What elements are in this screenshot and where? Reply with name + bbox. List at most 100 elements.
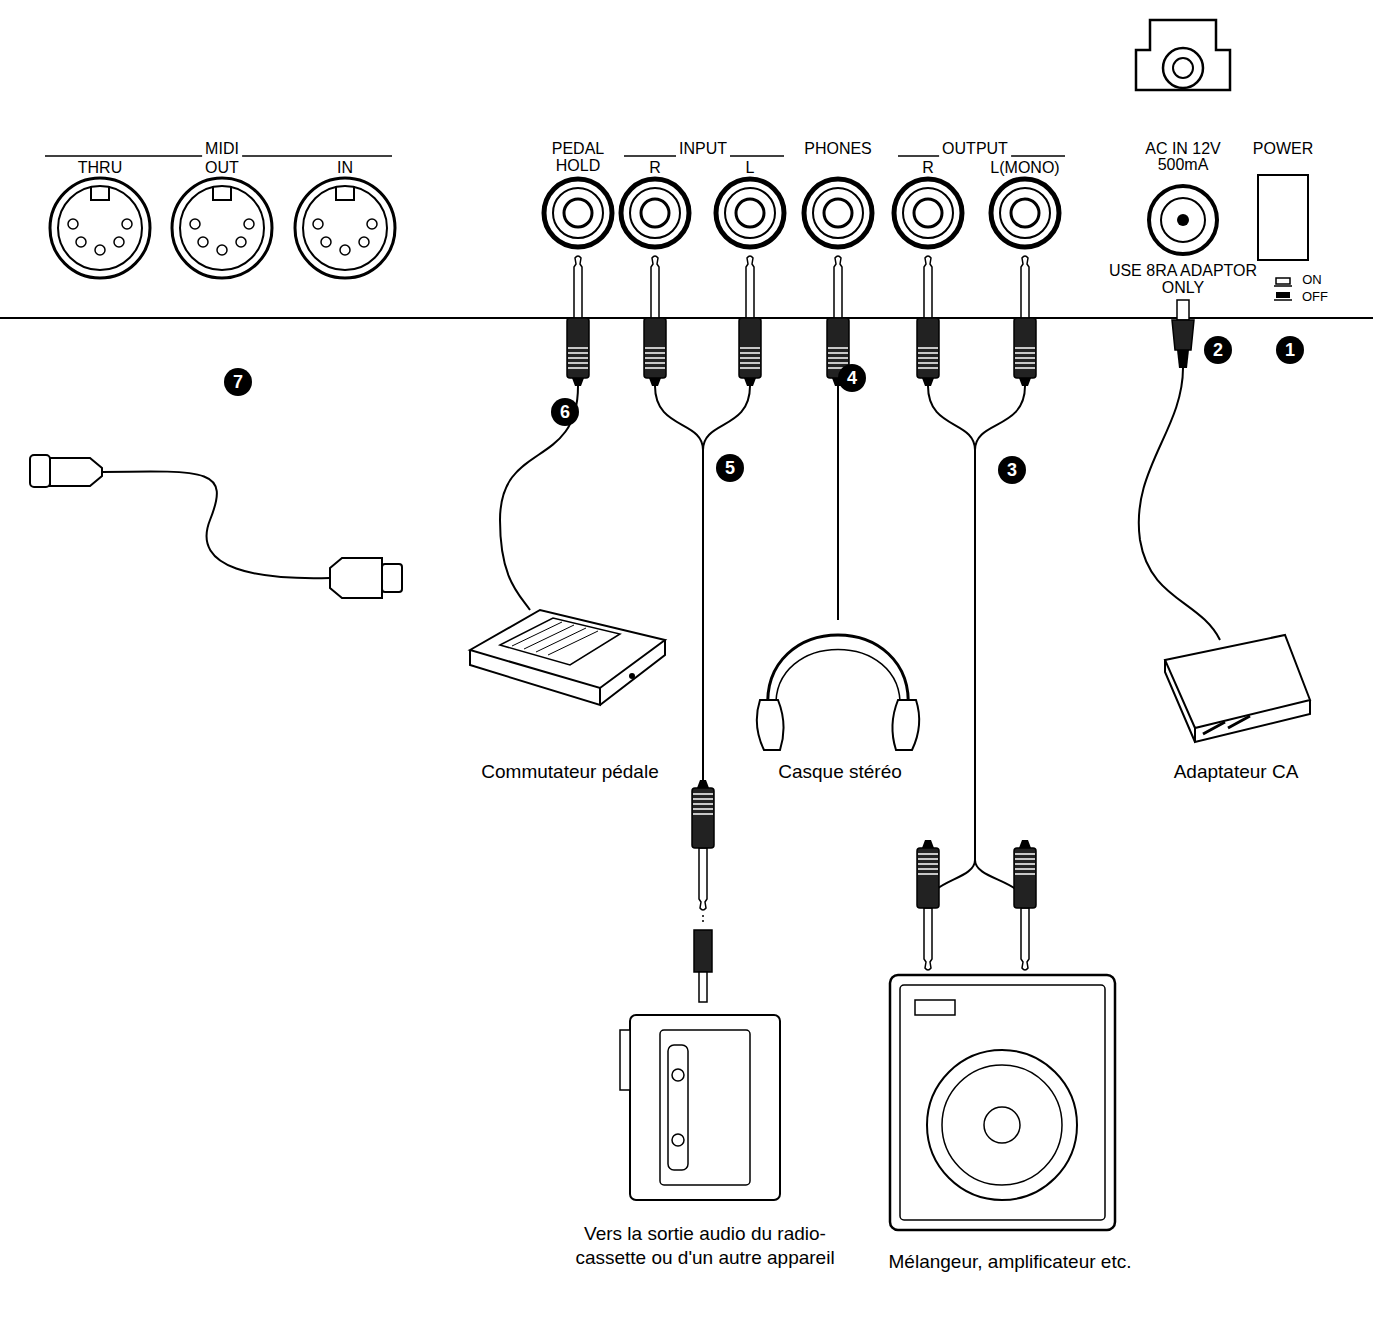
drawing-part [740,357,760,359]
drawing-part [1177,350,1189,368]
drawing-part [568,352,588,354]
audio-source-node: Vers la sortie audio du radio- cassette … [560,1010,850,1270]
drawing-part [180,186,264,270]
drawing-part [984,1107,1020,1143]
drawing-part [1015,367,1035,369]
cable [500,386,578,610]
drawing-part [768,635,909,710]
drawing-part [740,347,760,349]
drawing-part [321,237,331,247]
drawing-part [736,199,764,227]
power-rating: AC IN 12V [1142,140,1224,157]
cable [1139,368,1220,640]
drawing-part [1274,285,1292,287]
drawing-part [918,873,938,875]
device-caption: Casque stéréo [740,760,940,784]
drawing-part [58,186,142,270]
phone-plug [692,780,714,910]
midi-din-socket [172,178,272,278]
drawing-part [1161,198,1205,242]
ac-adaptor [1165,635,1310,742]
drawing-part [114,237,124,247]
drawing-part [1015,873,1035,875]
phone-plug [739,256,761,386]
mini-plug-adaptor [694,915,712,1002]
drawing-part [336,186,354,200]
drawing-part [739,318,761,378]
port-name: R [919,159,937,176]
drawing-part [1019,840,1031,848]
drawing-part [699,848,707,910]
drawing-part [1015,858,1035,860]
dc-jack [1149,186,1217,254]
drawing-part [645,362,665,364]
port-name: L(MONO) [987,159,1062,176]
port-name: THRU [75,159,125,176]
drawing-part [1163,48,1203,88]
drawing-part [744,378,756,386]
phone-plug [1014,840,1036,970]
drawing-part [894,179,962,247]
drawing-part [1136,20,1230,90]
drawing-part [1276,278,1290,284]
drawing-part [828,352,848,354]
drawing-part [95,245,105,255]
phone-plug [1014,256,1036,386]
drawing-part [50,458,102,486]
drawing-part [697,780,709,788]
drawing-part [568,347,588,349]
drawing-part [213,186,231,200]
drawing-part [500,618,620,665]
drawing-part [621,179,689,247]
drawing-part [574,256,582,318]
drawing-part [1165,660,1195,742]
phone-plug [917,840,939,970]
headphones-node: Casque stéréo [740,595,940,784]
drawing-part [991,179,1059,247]
group-heading: INPUT [676,140,730,157]
drawing-part [834,256,842,318]
drawing-part [68,219,78,229]
drawing-part [693,808,713,810]
drawing-part [1173,58,1193,78]
drawing-part [890,975,1115,1230]
drawing-part [672,1069,684,1081]
switch-state: ON [1299,273,1325,287]
plug-icon [1136,20,1230,90]
port-name: PEDAL [549,140,607,157]
port-name: PHONES [801,140,875,157]
callout-number: 3 [998,456,1026,484]
drawing-part [1014,318,1036,378]
drawing-part [660,1030,750,1185]
drawing-part [313,219,323,229]
drawing-part [1014,848,1036,908]
drawing-part [303,186,387,270]
ac-adaptor-node: Adaptateur CA [1106,615,1366,784]
phone-plug [917,256,939,386]
cable [702,450,704,838]
drawing-part [645,367,665,369]
phone-jack [991,179,1059,247]
midi-din-socket [295,178,395,278]
drawing-part [544,179,612,247]
drawing-part [568,367,588,369]
callout-number: 5 [716,454,744,482]
cable [655,386,703,450]
drawing-part [620,1030,630,1090]
drawing-part [702,915,704,925]
drawing-part [1019,378,1031,386]
phone-jack [716,179,784,247]
drawing-part [892,700,919,750]
drawing-part [645,352,665,354]
drawing-part [1172,320,1194,350]
drawing-part [50,178,150,278]
drawing-part [918,367,938,369]
drawing-part [828,347,848,349]
callout-number: 7 [224,368,252,396]
port-name: POWER [1250,140,1316,157]
drawing-part [1177,214,1189,226]
drawing-part [725,188,775,238]
amplifier [890,975,1115,1230]
drawing-part [1021,256,1029,318]
drawing-part [76,237,86,247]
